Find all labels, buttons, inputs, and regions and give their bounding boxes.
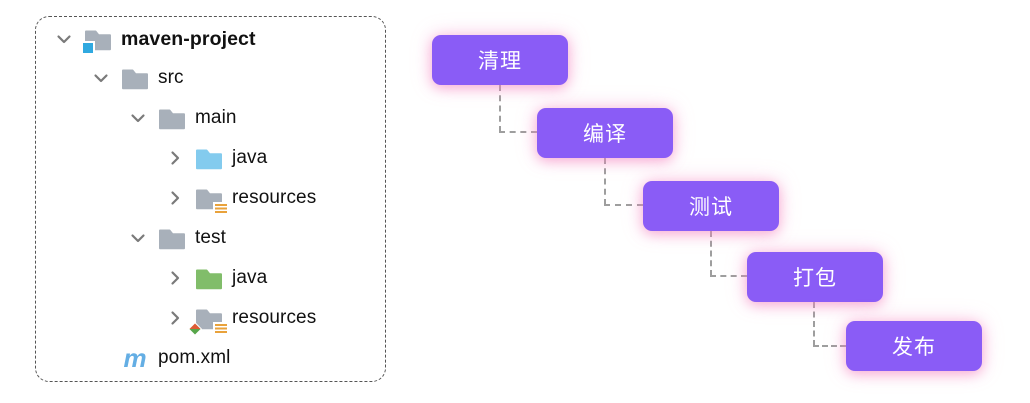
- folder-icon: [157, 105, 187, 131]
- tree-item-label: pom.xml: [158, 347, 231, 368]
- pipeline-step-label: 测试: [689, 196, 733, 219]
- pipeline-step-test: 测试: [643, 181, 779, 231]
- test-source-folder-icon: [194, 265, 224, 291]
- tree-item-label: java: [232, 147, 268, 168]
- source-folder-icon: [194, 145, 224, 171]
- chevron-right-icon[interactable]: [163, 146, 187, 170]
- tree-item-label: resources: [232, 307, 317, 328]
- chevron-right-icon[interactable]: [163, 266, 187, 290]
- resources-badge: [213, 322, 227, 335]
- chevron-spacer: [89, 346, 113, 370]
- tree-row-maven-project[interactable]: maven-project: [36, 19, 256, 59]
- tree-row-pom-xml[interactable]: m pom.xml: [36, 338, 231, 378]
- tree-item-label: main: [195, 107, 237, 128]
- tree-row-src[interactable]: src: [36, 58, 184, 98]
- connector-line: [813, 345, 846, 347]
- tree-row-main[interactable]: main: [36, 98, 237, 138]
- pipeline-step-package: 打包: [747, 252, 883, 302]
- tree-item-label: resources: [232, 187, 317, 208]
- connector-line: [710, 275, 747, 277]
- tree-row-test-resources[interactable]: resources: [36, 298, 316, 338]
- pipeline-step-label: 打包: [793, 267, 837, 290]
- pipeline-step-label: 发布: [892, 336, 936, 359]
- pipeline-step-compile: 编译: [537, 108, 673, 158]
- tree-row-main-java[interactable]: java: [36, 138, 267, 178]
- tree-row-main-resources[interactable]: resources: [36, 178, 316, 218]
- connector-line: [499, 85, 501, 132]
- chevron-down-icon[interactable]: [126, 226, 150, 250]
- folder-icon: [120, 65, 150, 91]
- pipeline-step-clean: 清理: [432, 35, 568, 85]
- pipeline-step-deploy: 发布: [846, 321, 982, 371]
- maven-icon: m: [123, 343, 147, 373]
- tree-item-label: maven-project: [121, 27, 256, 50]
- project-tree-panel: maven-project src main: [35, 16, 386, 382]
- tree-row-test[interactable]: test: [36, 218, 226, 258]
- resources-folder-icon: [194, 185, 227, 215]
- pipeline-step-label: 清理: [478, 50, 522, 73]
- tree-item-label: src: [158, 67, 184, 88]
- test-resources-folder-icon: [187, 305, 227, 337]
- connector-line: [710, 231, 712, 276]
- tree-item-label: test: [195, 227, 227, 248]
- chevron-right-icon[interactable]: [163, 306, 187, 330]
- connector-line: [604, 158, 606, 205]
- connector-line: [604, 204, 643, 206]
- connector-line: [813, 302, 815, 346]
- tree-item-label: java: [232, 267, 268, 288]
- folder-icon: [157, 225, 187, 251]
- pipeline-step-label: 编译: [583, 123, 627, 146]
- tree-row-test-java[interactable]: java: [36, 258, 267, 298]
- module-folder-icon: [81, 26, 113, 55]
- chevron-down-icon[interactable]: [89, 66, 113, 90]
- chevron-right-icon[interactable]: [163, 186, 187, 210]
- resources-badge: [213, 202, 227, 215]
- chevron-down-icon[interactable]: [52, 27, 76, 51]
- connector-line: [499, 131, 537, 133]
- module-badge: [81, 41, 95, 55]
- chevron-down-icon[interactable]: [126, 106, 150, 130]
